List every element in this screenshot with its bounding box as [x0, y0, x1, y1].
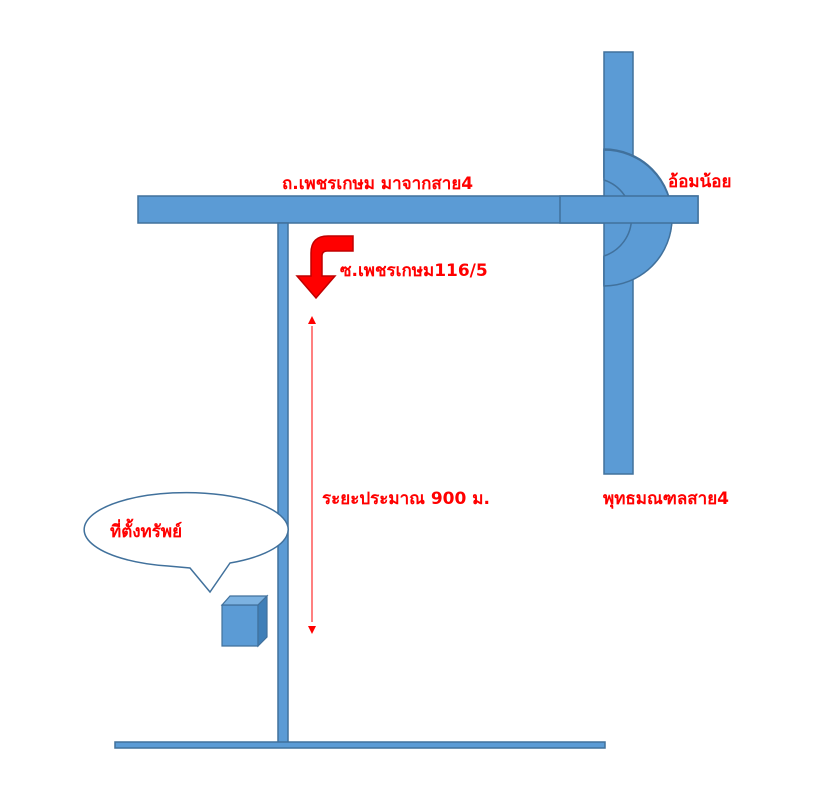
junction-label: อ้อมน้อย	[668, 172, 731, 192]
main-road-phetkasem-overlay	[559, 195, 699, 224]
speech-bubble-icon	[83, 491, 289, 594]
distance-label: ระยะประมาณ 900 ม.	[322, 489, 490, 509]
building-box-icon	[220, 594, 269, 648]
soi-label: ซ.เพชรเกษม116/5	[340, 261, 488, 281]
soi-phetkasem-116-5	[277, 222, 289, 744]
main-road-label: ถ.เพชรเกษม มาจากสาย4	[282, 174, 473, 194]
turn-left-down-arrow-icon	[295, 235, 354, 300]
distance-indicator	[308, 316, 316, 634]
cross-road-label: พุทธมณฑลสาย4	[603, 489, 729, 509]
property-label: ที่ตั้งทรัพย์	[110, 518, 182, 542]
bottom-road	[114, 741, 606, 749]
